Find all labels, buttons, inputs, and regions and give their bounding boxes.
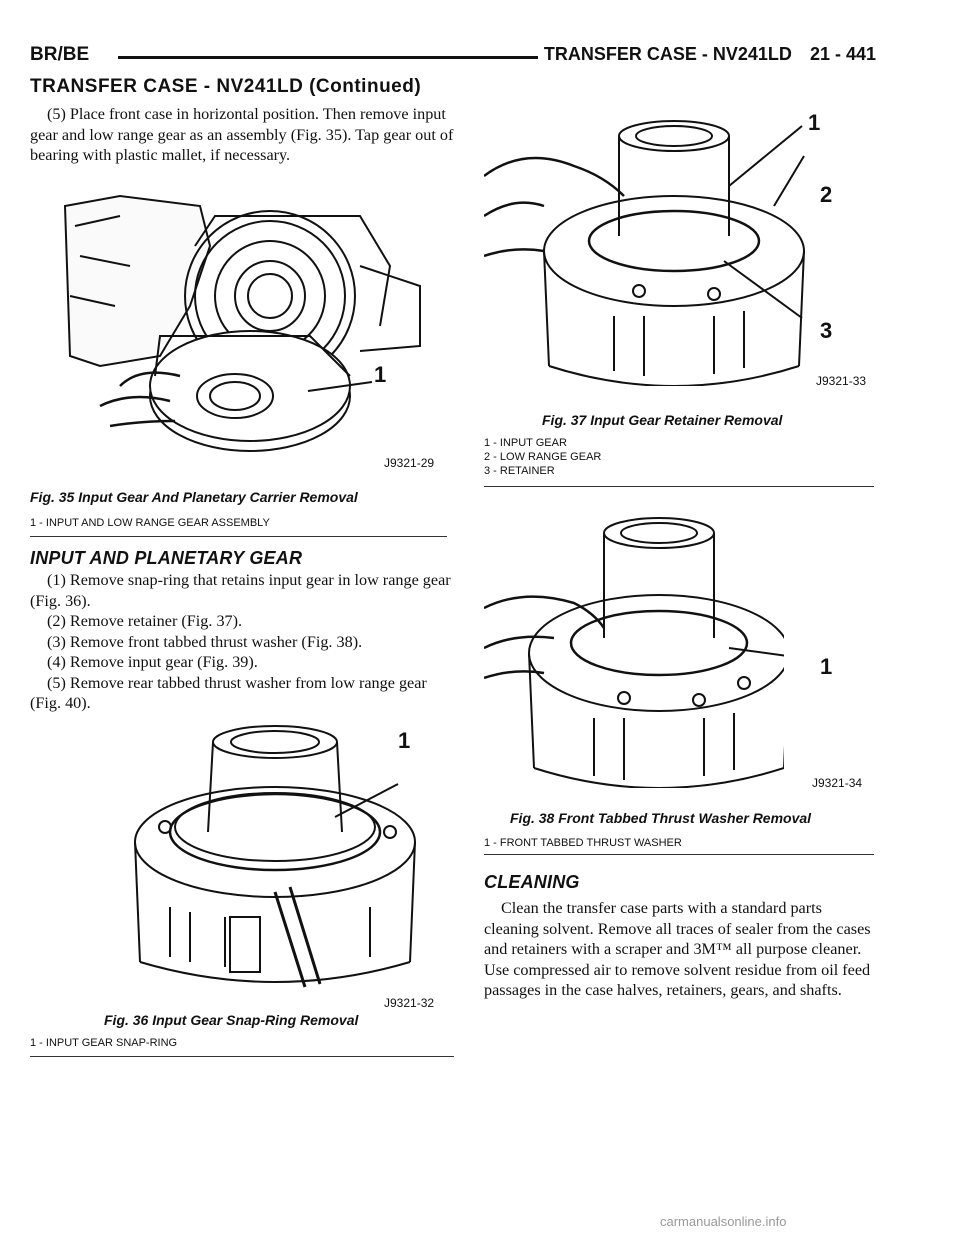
fig36-rule bbox=[30, 1056, 454, 1057]
fig38-callout-1: 1 bbox=[820, 654, 833, 679]
figure-35-illustration bbox=[60, 186, 450, 476]
header-page-number: 21 - 441 bbox=[809, 44, 876, 64]
fig38-legend-1: 1 - FRONT TABBED THRUST WASHER bbox=[484, 837, 682, 849]
fig35-legend-1: 1 - INPUT AND LOW RANGE GEAR ASSEMBLY bbox=[30, 517, 270, 529]
step-5: (5) Remove rear tabbed thrust washer fro… bbox=[30, 673, 427, 713]
input-section-steps: (1) Remove snap-ring that retains input … bbox=[30, 570, 454, 714]
figure-38-illustration bbox=[484, 508, 784, 788]
watermark: carmanualsonline.info bbox=[660, 1214, 787, 1229]
fig38-code: J9321-34 bbox=[812, 776, 863, 790]
figure-37-illustration bbox=[484, 106, 814, 386]
fig36-callout-1: 1 bbox=[398, 728, 411, 753]
fig38-caption: Fig. 38 Front Tabbed Thrust Washer Remov… bbox=[510, 810, 812, 826]
fig35-code: J9321-29 bbox=[384, 456, 435, 470]
intro-paragraph: (5) Place front case in horizontal posit… bbox=[30, 105, 454, 164]
fig35-rule bbox=[30, 536, 447, 537]
fig35-caption: Fig. 35 Input Gear And Planetary Carrier… bbox=[30, 489, 358, 505]
header-manual-code: BR/BE bbox=[30, 44, 90, 65]
header-section-title: TRANSFER CASE - NV241LD bbox=[543, 44, 792, 64]
fig35-callout-1: 1 bbox=[374, 362, 387, 387]
fig36-caption: Fig. 36 Input Gear Snap-Ring Removal bbox=[104, 1012, 359, 1028]
fig37-callout-2: 2 bbox=[820, 182, 833, 207]
fig37-callout-3: 3 bbox=[820, 318, 833, 343]
header-right: TRANSFER CASE - NV241LD 21 - 441 bbox=[526, 44, 876, 65]
step-4: (4) Remove input gear (Fig. 39). bbox=[47, 653, 258, 671]
fig36-code: J9321-32 bbox=[384, 996, 435, 1010]
header-rule bbox=[118, 56, 538, 59]
fig36-legend-1: 1 - INPUT GEAR SNAP-RING bbox=[30, 1037, 178, 1049]
fig37-callout-1: 1 bbox=[808, 110, 821, 135]
cleaning-paragraph: Clean the transfer case parts with a sta… bbox=[484, 899, 871, 999]
continued-title: TRANSFER CASE - NV241LD (Continued) bbox=[30, 76, 422, 97]
input-section-heading: INPUT AND PLANETARY GEAR bbox=[30, 548, 303, 568]
fig37-rule bbox=[484, 486, 874, 487]
fig37-code: J9321-33 bbox=[816, 374, 867, 388]
fig37-legend: 1 - INPUT GEAR 2 - LOW RANGE GEAR 3 - RE… bbox=[484, 436, 601, 478]
fig37-legend-2: 2 - LOW RANGE GEAR bbox=[484, 451, 602, 463]
figure-36-illustration bbox=[130, 722, 420, 992]
fig37-caption: Fig. 37 Input Gear Retainer Removal bbox=[542, 412, 783, 428]
step-3: (3) Remove front tabbed thrust washer (F… bbox=[47, 632, 363, 651]
step-2: (2) Remove retainer (Fig. 37). bbox=[47, 612, 243, 630]
step-1: (1) Remove snap-ring that retains input … bbox=[30, 571, 451, 610]
cleaning-heading: CLEANING bbox=[484, 872, 580, 892]
fig37-legend-1: 1 - INPUT GEAR bbox=[484, 437, 567, 449]
fig38-rule bbox=[484, 854, 874, 855]
fig37-legend-3: 3 - RETAINER bbox=[484, 465, 555, 477]
